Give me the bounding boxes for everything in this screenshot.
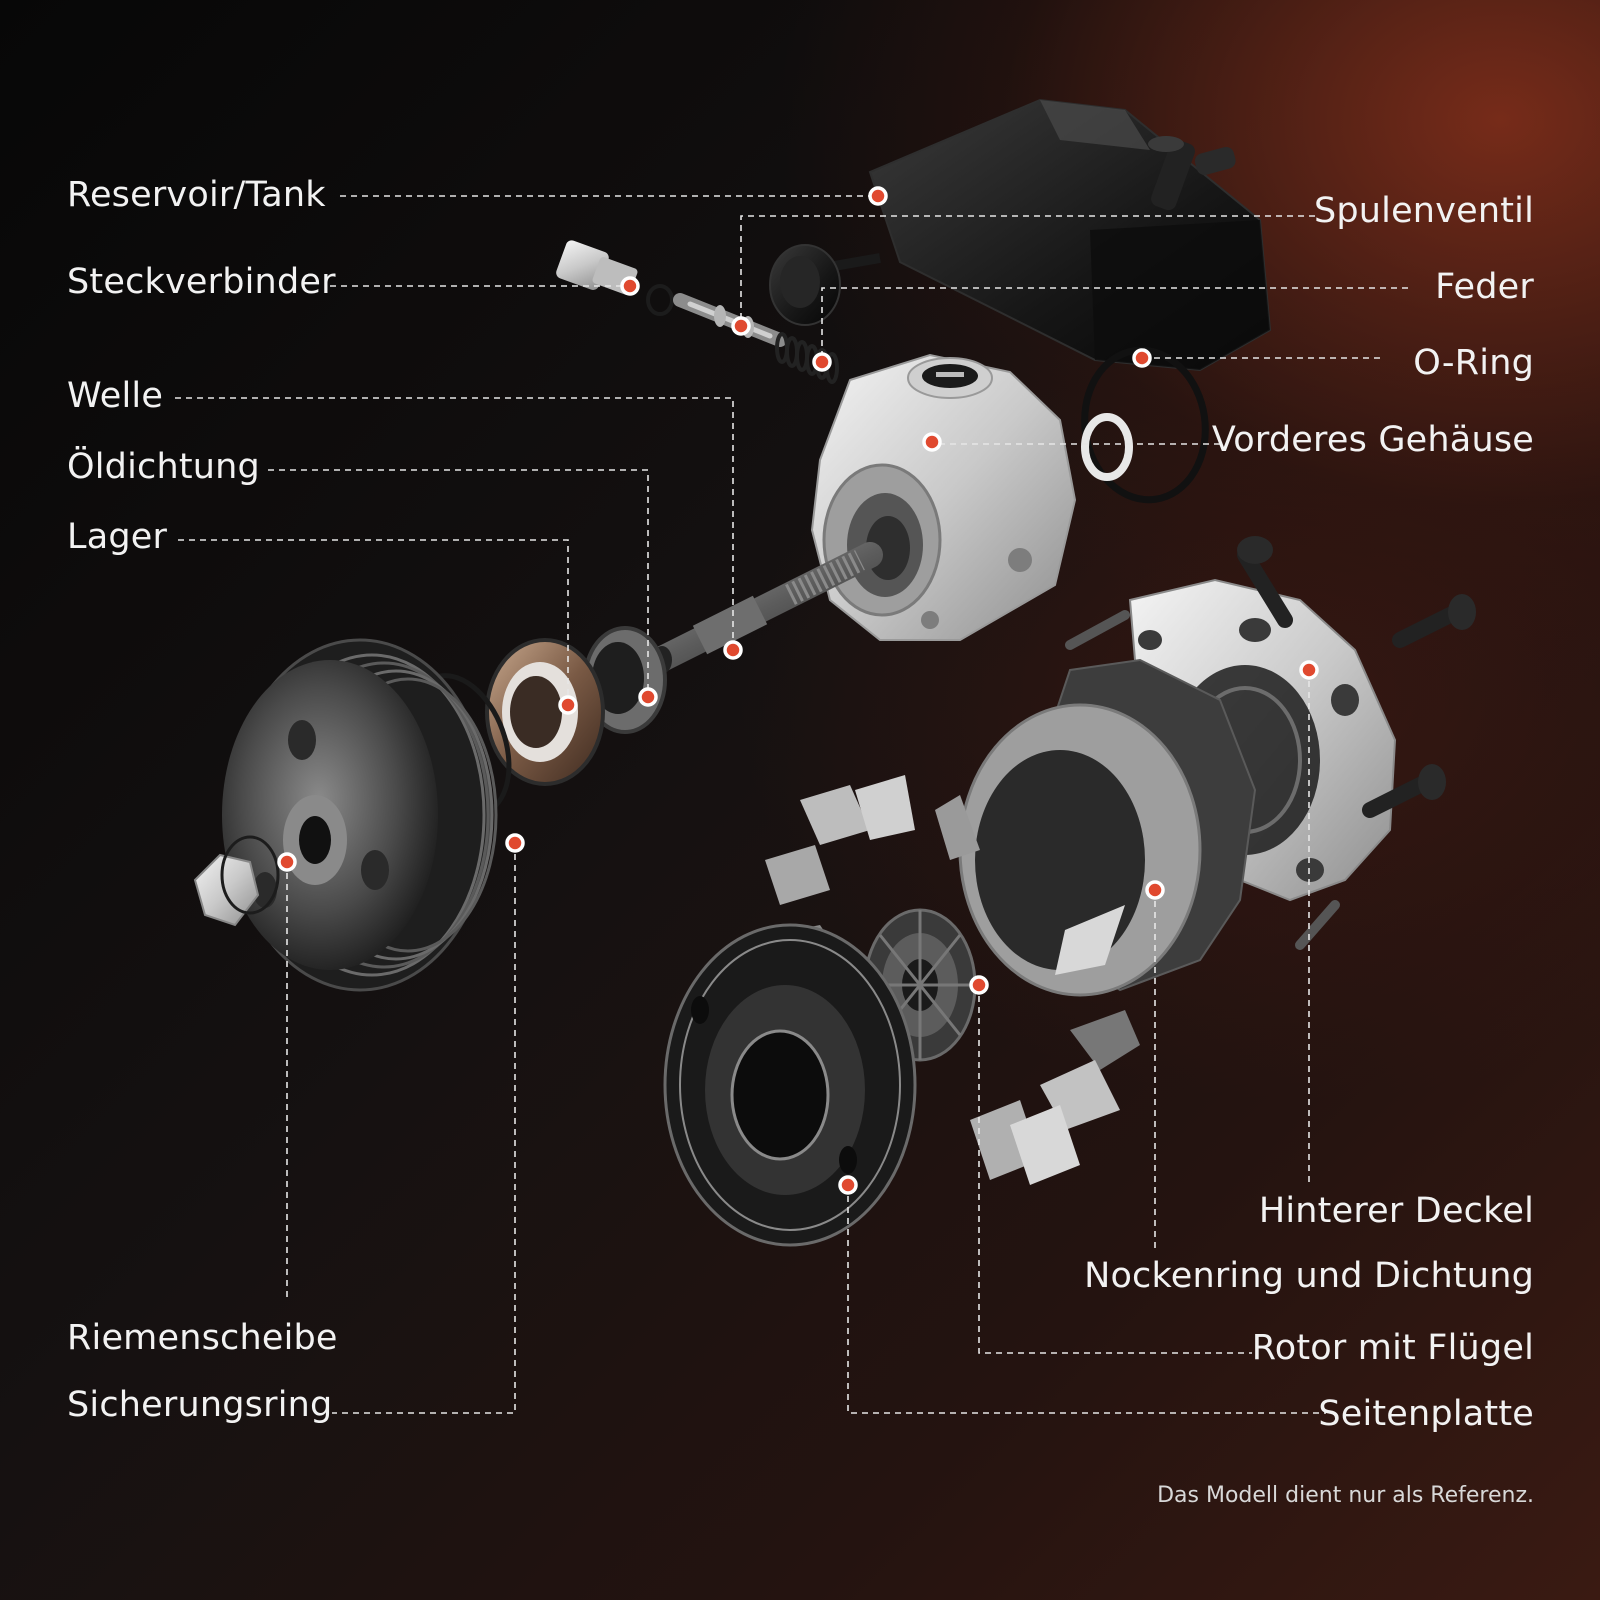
label-nockenring-und-dichtung: Nockenring und Dichtung [1084,1256,1534,1296]
marker-rotor [969,975,989,995]
marker-spulenventil [731,316,751,336]
leader-spulenventil [740,215,1315,326]
leader-lines [175,195,1408,1414]
label-o-ring: O-Ring [1413,343,1534,383]
label-seitenplatte: Seitenplatte [1318,1394,1534,1434]
label-lager: Lager [67,517,168,557]
label-sicherungsring: Sicherungsring [67,1385,333,1425]
pulley-part [222,638,498,992]
marker-hinterer-deckel [1299,660,1319,680]
spool-valve-part [673,293,787,347]
marker-vorderes-gehaeuse [922,432,942,452]
markers [277,186,1319,1195]
marker-oeldichtung [638,687,658,707]
spring-part [775,332,839,384]
label-welle: Welle [67,376,164,416]
bolts-part [1065,536,1476,950]
leader-rotor [978,985,1252,1354]
leader-sicherungsring [332,843,516,1414]
label-oeldichtung: Öldichtung [67,447,260,487]
reservoir-cap-part [769,244,881,326]
marker-sicherungsring [505,833,525,853]
nut-part [193,835,280,927]
washer-part [1081,413,1133,481]
label-vorderes-gehaeuse: Vorderes Gehäuse [1211,420,1534,460]
shaft-part [647,542,883,674]
side-plate-part [663,923,917,1247]
marker-oring [1132,348,1152,368]
marker-seitenplatte [838,1175,858,1195]
label-hinterer-deckel: Hinterer Deckel [1258,1191,1534,1231]
leader-seitenplatte [847,1185,1326,1414]
marker-nockenring [1145,880,1165,900]
fitting-part [556,240,674,316]
marker-welle [723,640,743,660]
front-housing-part [810,353,1077,641]
bearing-part [485,638,605,786]
marker-reservoir [868,186,888,206]
leader-oeldichtung [268,469,649,697]
label-spulenventil: Spulenventil [1313,191,1534,231]
cam-ring-part [958,703,1202,997]
leader-feder [821,287,1408,362]
label-rotor-mit-fluegel: Rotor mit Flügel [1251,1328,1534,1368]
label-reservoir-tank: Reservoir/Tank [67,175,326,215]
marker-steckverbinder [620,276,640,296]
leader-welle [175,397,734,650]
reservoir-tank-part [868,98,1272,372]
label-riemenscheibe: Riemenscheibe [67,1318,338,1358]
marker-lager [558,695,578,715]
leader-lager [178,539,569,705]
marker-feder [812,352,832,372]
marker-riemenscheibe [277,852,297,872]
label-steckverbinder: Steckverbinder [67,262,336,302]
label-feder: Feder [1435,267,1534,307]
reference-footnote: Das Modell dient nur als Referenz. [1157,1483,1534,1508]
